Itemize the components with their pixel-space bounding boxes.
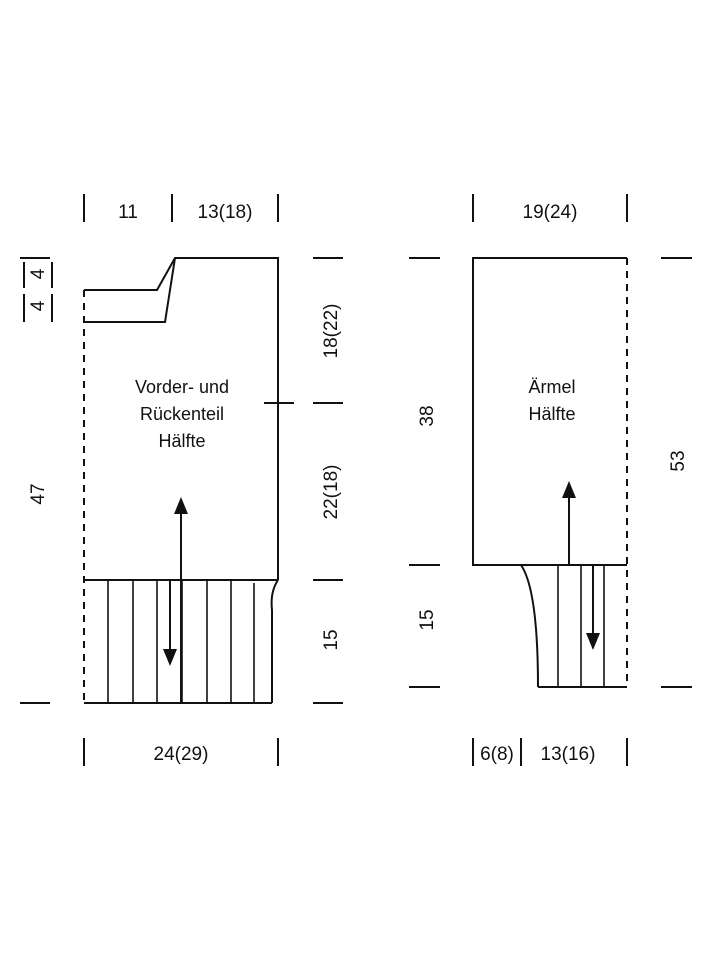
sleeve-cuff-curve [520, 564, 539, 688]
body-piece: Vorder- und Rückenteil Hälfte 11 13(18) … [20, 194, 343, 766]
body-height-shoulder-upper: 4 [28, 268, 49, 279]
sleeve-width-cuff-right: 13(16) [541, 744, 596, 765]
sleeve-label-line1: Ärmel [528, 377, 575, 397]
body-bottom-dimension: 24(29) [83, 738, 279, 766]
body-height-shoulder-lower: 4 [28, 300, 49, 311]
body-width-bottom: 24(29) [154, 744, 209, 765]
body-height-total: 47 [28, 483, 49, 504]
sleeve-cuff-stripes [557, 565, 605, 687]
sleeve-width-top: 19(24) [523, 202, 578, 223]
sleeve-top-dimension: 19(24) [472, 194, 628, 223]
sleeve-height-upper: 38 [417, 405, 438, 426]
body-neck-lower-line [84, 257, 176, 323]
sleeve-right-dimension: 53 [661, 257, 692, 688]
body-height-body: 22(18) [321, 465, 342, 520]
body-label-line2: Rückenteil [140, 404, 224, 424]
sleeve-height-total: 53 [668, 450, 689, 471]
sleeve-bottom-dimension: 6(8) 13(16) [472, 738, 628, 766]
sleeve-outline [472, 257, 627, 566]
sleeve-piece: Ärmel Hälfte 19(24) 6(8) 13(16) 38 15 [409, 194, 692, 766]
sleeve-height-cuff: 15 [417, 609, 438, 630]
body-top-dimension: 11 13(18) [83, 194, 279, 223]
body-arrow-up [174, 497, 188, 703]
body-label-line3: Hälfte [158, 431, 205, 451]
body-width-top-right: 13(18) [198, 202, 253, 223]
body-right-dimension: 18(22) 22(18) 15 [313, 257, 343, 704]
body-label-line1: Vorder- und [135, 377, 229, 397]
sleeve-width-cuff-left: 6(8) [480, 744, 514, 765]
body-rib-side-curve [270, 579, 279, 703]
sleeve-left-dimension: 38 15 [409, 257, 440, 688]
sleeve-arrow-up [562, 481, 576, 565]
body-left-dimension: 4 4 47 [20, 257, 53, 704]
body-height-armhole: 18(22) [321, 304, 342, 359]
sleeve-label-line2: Hälfte [528, 404, 575, 424]
body-width-top-left: 11 [118, 202, 138, 223]
body-height-rib: 15 [321, 629, 342, 650]
body-arrow-down [163, 580, 177, 666]
sleeve-arrow-down [586, 565, 600, 650]
